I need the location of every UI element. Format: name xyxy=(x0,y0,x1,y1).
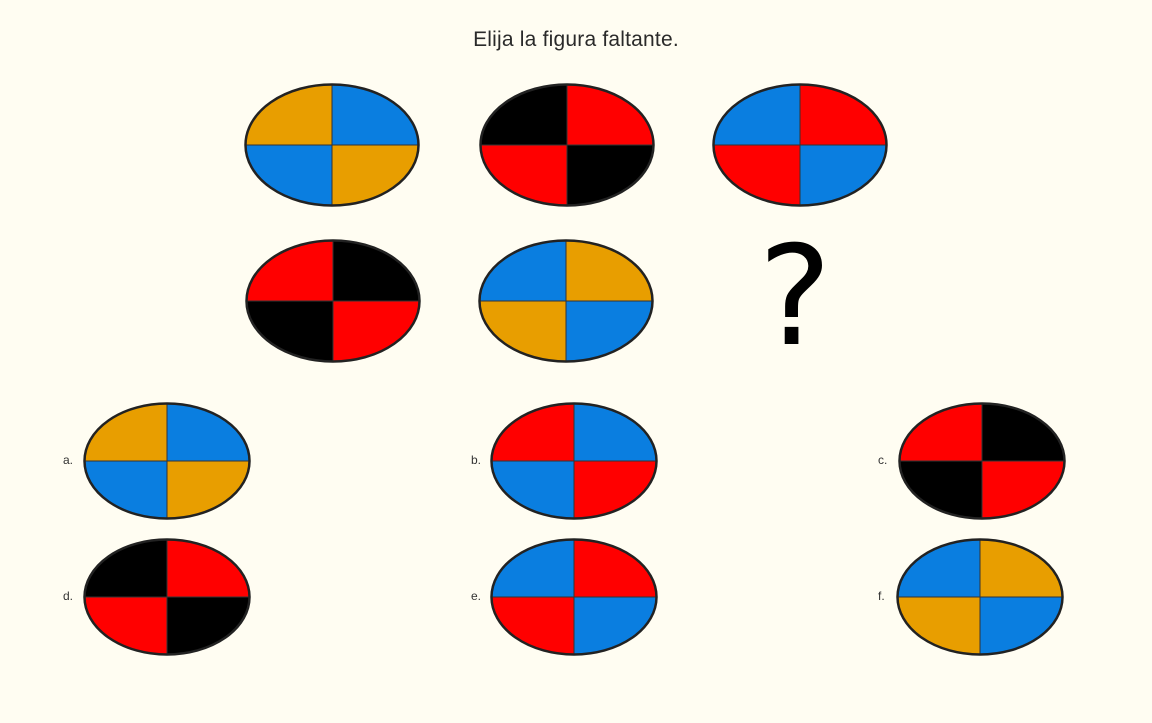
option-f-figure[interactable] xyxy=(896,538,1064,661)
page-title: Elija la figura faltante. xyxy=(473,28,679,51)
option-c-label: c. xyxy=(878,453,888,467)
puzzle-figure-2-outline xyxy=(479,83,655,207)
puzzle-figure-4 xyxy=(245,239,421,368)
puzzle-figure-5-svg xyxy=(478,239,654,363)
puzzle-figure-4-svg xyxy=(245,239,421,363)
option-e-label: e. xyxy=(471,589,482,603)
puzzle-figure-1-outline xyxy=(244,83,420,207)
option-b-figure[interactable] xyxy=(490,402,658,525)
option-c-figure-svg xyxy=(898,402,1066,520)
option-f-figure-outline xyxy=(896,538,1064,656)
option-a-figure[interactable] xyxy=(83,402,251,525)
option-c-figure-outline xyxy=(898,402,1066,520)
option-f-figure-svg xyxy=(896,538,1064,656)
option-b-figure-svg xyxy=(490,402,658,520)
option-d-figure-svg xyxy=(83,538,251,656)
puzzle-figure-2-svg xyxy=(479,83,655,207)
option-d-label: d. xyxy=(63,589,74,603)
puzzle-figure-4-outline xyxy=(245,239,421,363)
option-d-figure[interactable] xyxy=(83,538,251,661)
puzzle-figure-3 xyxy=(712,83,888,212)
option-a-figure-outline xyxy=(83,402,251,520)
option-e-figure-outline xyxy=(490,538,658,656)
puzzle-figure-3-outline xyxy=(712,83,888,207)
option-e-figure[interactable] xyxy=(490,538,658,661)
option-c-figure[interactable] xyxy=(898,402,1066,525)
option-e-figure-svg xyxy=(490,538,658,656)
option-b-figure-outline xyxy=(490,402,658,520)
missing-figure-placeholder: ? xyxy=(758,216,832,377)
option-a-figure-svg xyxy=(83,402,251,520)
puzzle-figure-1 xyxy=(244,83,420,212)
puzzle-figure-1-svg xyxy=(244,83,420,207)
puzzle-figure-2 xyxy=(479,83,655,212)
puzzle-figure-3-svg xyxy=(712,83,888,207)
option-a-label: a. xyxy=(63,453,74,467)
option-d-figure-outline xyxy=(83,538,251,656)
option-b-label: b. xyxy=(471,453,482,467)
puzzle-figure-5-outline xyxy=(478,239,654,363)
option-f-label: f. xyxy=(878,589,885,603)
puzzle-figure-5 xyxy=(478,239,654,368)
